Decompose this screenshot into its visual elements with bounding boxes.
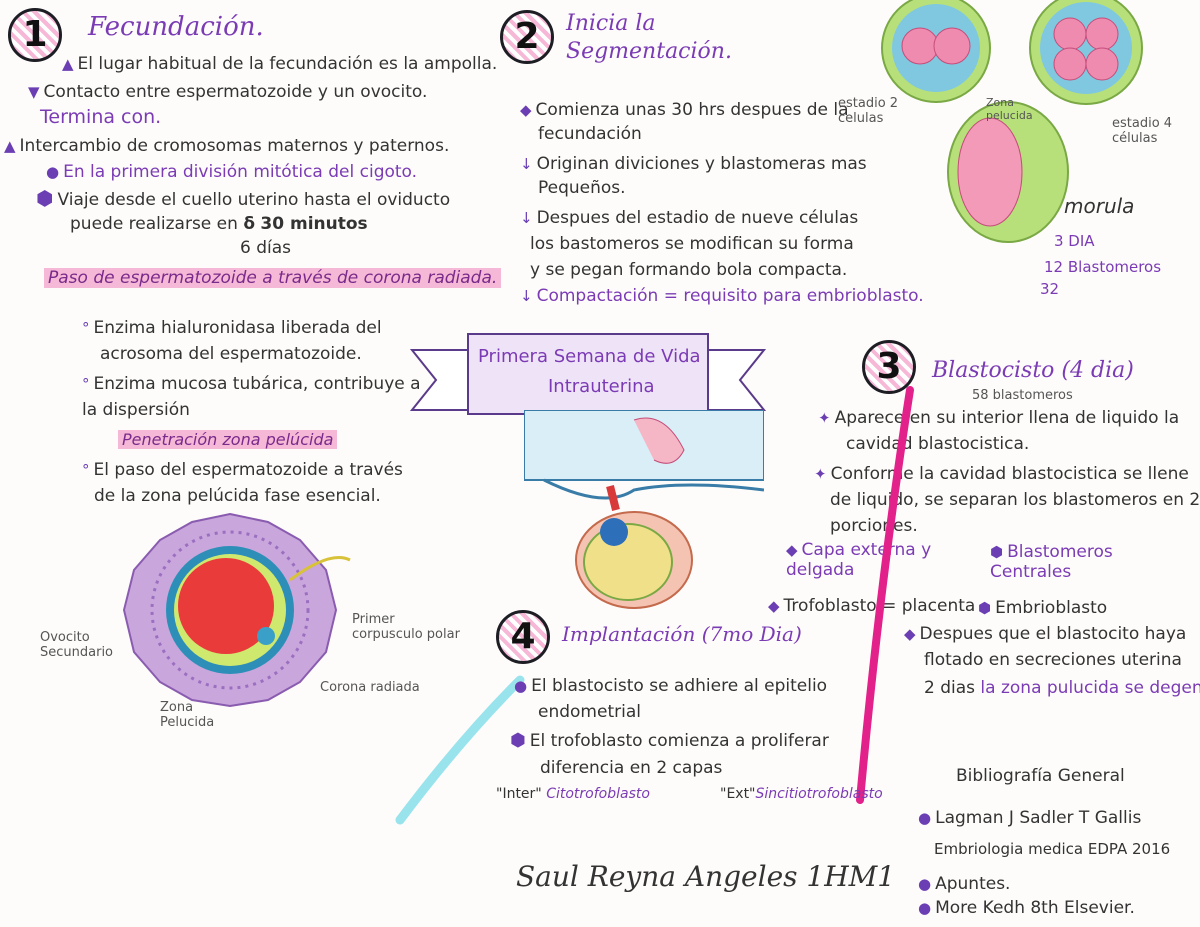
s1-line-6: ⬢Viaje desde el cuello uterino hasta el … bbox=[36, 186, 451, 210]
bib-item-4: ●More Kedh 8th Elsevier. bbox=[918, 898, 1135, 918]
label-corona-radiada: Corona radiada bbox=[320, 680, 420, 695]
section-1-title: Fecundación. bbox=[88, 12, 264, 42]
s3-line-1: ✦Aparece en su interior llena de liquido… bbox=[818, 408, 1180, 428]
section-3-number: 3 bbox=[862, 340, 916, 394]
center-title-1: Primera Semana de Vida bbox=[478, 346, 701, 367]
bib-title: Bibliografía General bbox=[956, 766, 1125, 786]
label-zona-pelucida: Zona Pelucida bbox=[160, 700, 215, 730]
s1-sub1-line-3: °Enzima mucosa tubárica, contribuye a bbox=[82, 374, 421, 394]
label-primer-corpusculo: Primer corpusculo polar bbox=[352, 612, 460, 642]
s1-line-7: puede realizarse en δ 30 minutos bbox=[70, 214, 368, 234]
s2-line-8: ↓Compactación = requisito para embriobla… bbox=[520, 286, 924, 306]
s1-sub2-line-2: de la zona pelúcida fase esencial. bbox=[94, 486, 381, 506]
section-1-number: 1 bbox=[8, 8, 62, 62]
s2-line-7: y se pegan formando bola compacta. bbox=[530, 260, 848, 280]
label-estadio-2: estadio 2 celulas bbox=[838, 96, 899, 126]
s1-sub1-line-4: la dispersión bbox=[82, 400, 190, 420]
s1-sub1-line-1: °Enzima hialuronidasa liberada del bbox=[82, 318, 382, 338]
bib-item-2: Embriologia medica EDPA 2016 bbox=[934, 840, 1171, 858]
s3-line-3: ✦Conforme la cavidad blastocistica se ll… bbox=[814, 464, 1189, 484]
s4-line-3: ⬢El trofoblasto comienza a proliferar bbox=[510, 730, 829, 751]
s2-line-6: los bastomeros se modifican su forma bbox=[530, 234, 854, 254]
section-2-title: Inicia la Segmentación. bbox=[566, 11, 732, 64]
oocyte-illustration bbox=[122, 512, 351, 708]
s2-line-5: ↓Despues del estadio de nueve células bbox=[520, 208, 859, 228]
label-dia: 3 DIA bbox=[1054, 232, 1095, 250]
s3-end-line-3: 2 dias la zona pulucida se degenera. bbox=[924, 678, 1200, 698]
s2-line-3: ↓Originan diviciones y blastomeras mas bbox=[520, 154, 867, 174]
s1-line-4: ▲Intercambio de cromosomas maternos y pa… bbox=[4, 136, 450, 156]
s1-subtitle-zona: Penetración zona pelúcida bbox=[118, 430, 338, 449]
s1-sub1-line-2: acrosoma del espermatozoide. bbox=[100, 344, 362, 364]
s4-inter: "Inter" Citotrofoblasto bbox=[496, 786, 650, 802]
label-ovocito: Ovocito Secundario bbox=[40, 630, 114, 660]
s3-col2-title: ⬢Blastomeros Centrales bbox=[990, 542, 1113, 582]
bib-item-3: ●Apuntes. bbox=[918, 874, 1011, 894]
s1-line-1: ▲El lugar habitual de la fecundación es … bbox=[62, 54, 498, 74]
s1-line-8: 6 días bbox=[240, 238, 292, 258]
bib-item-1: ●Lagman J Sadler T Gallis bbox=[918, 808, 1142, 828]
s4-line-1: ●El blastocisto se adhiere al epitelio bbox=[514, 676, 828, 696]
s3-embrioblasto: ⬢Embrioblasto bbox=[978, 598, 1108, 618]
center-banner bbox=[409, 333, 767, 415]
decorative-strokes bbox=[395, 386, 914, 825]
s3-col1-title: ◆Capa externa y delgada bbox=[786, 540, 932, 580]
cleavage-illustrations bbox=[881, 0, 1143, 243]
label-zona-pelucida-2: Zona pelucida bbox=[986, 96, 1033, 122]
section-3-title: Blastocisto (4 dia) bbox=[932, 358, 1134, 383]
s3-line-4: de liquido, se separan los blastomeros e… bbox=[830, 490, 1200, 510]
section-4-title: Implantación (7mo Dia) bbox=[562, 622, 802, 646]
s4-line-4: diferencia en 2 capas bbox=[540, 758, 723, 778]
s1-sub2-line-1: °El paso del espermatozoide a través bbox=[82, 460, 403, 480]
s1-line-3: Termina con. bbox=[40, 106, 162, 128]
s2-line-2: fecundación bbox=[538, 124, 642, 144]
s3-end-line-2: flotado en secreciones uterina bbox=[924, 650, 1182, 670]
s4-ext: "Ext"Sincitiotrofoblasto bbox=[720, 786, 883, 802]
label-32: 32 bbox=[1040, 280, 1060, 298]
label-morula: morula bbox=[1064, 194, 1135, 218]
s4-line-2: endometrial bbox=[538, 702, 641, 722]
author-signature: Saul Reyna Angeles 1HM1 bbox=[516, 860, 896, 893]
section-2-number: 2 bbox=[500, 10, 554, 64]
implantation-illustration bbox=[524, 410, 764, 609]
label-blastomeros: 12 Blastomeros bbox=[1044, 258, 1162, 276]
s1-line-2: ▼Contacto entre espermatozoide y un ovoc… bbox=[28, 82, 428, 102]
s1-subtitle-corona: Paso de espermatozoide a través de coron… bbox=[44, 268, 502, 288]
s3-line-5: porciones. bbox=[830, 516, 918, 536]
s1-line-5: ●En la primera división mitótica del cig… bbox=[46, 162, 418, 182]
s2-line-1: ◆Comienza unas 30 hrs despues de la bbox=[520, 100, 849, 120]
section-4-number: 4 bbox=[496, 610, 550, 664]
label-estadio-4: estadio 4 células bbox=[1112, 116, 1173, 146]
s3-end-line-1: ◆Despues que el blastocito haya bbox=[904, 624, 1187, 644]
center-title-2: Intrauterina bbox=[548, 376, 655, 397]
s3-line-2: cavidad blastocistica. bbox=[846, 434, 1030, 454]
s2-line-4: Pequeños. bbox=[538, 178, 626, 198]
s3-subtitle: 58 blastomeros bbox=[972, 388, 1073, 403]
